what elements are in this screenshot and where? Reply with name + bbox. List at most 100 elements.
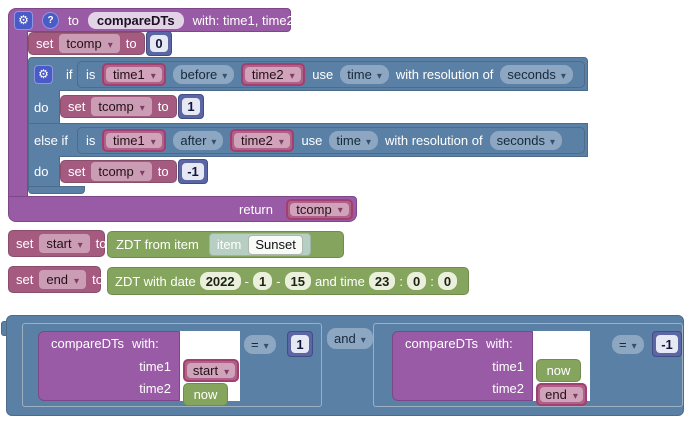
variable-dropdown[interactable]: time2	[234, 133, 291, 148]
if-do-spine[interactable]: do	[28, 90, 60, 124]
to-label: to	[157, 164, 169, 179]
elseif-do-spine[interactable]: do	[28, 156, 60, 187]
number-block[interactable]: -1	[652, 331, 682, 357]
chevron-down-icon	[140, 100, 145, 114]
variable-dropdown[interactable]: time2	[245, 67, 302, 82]
procedure-call-block[interactable]: compareDTs with: time1 time2	[392, 331, 533, 401]
variable-dropdown[interactable]: end	[39, 270, 87, 289]
resolution-dropdown[interactable]: seconds	[500, 65, 573, 84]
number-block[interactable]: -1	[178, 159, 208, 184]
number-block[interactable]: 0	[146, 31, 172, 56]
chevron-down-icon	[151, 134, 156, 148]
item-name-field[interactable]: Sunset	[248, 234, 303, 255]
datetime-compare-block[interactable]: is time1 before time2 use time with reso…	[77, 61, 585, 88]
to-label: to	[92, 272, 103, 287]
variable-dropdown[interactable]: time1	[106, 67, 163, 82]
zdt-from-item-block[interactable]: ZDT from item item Sunset	[107, 231, 344, 258]
dropdown-value: seconds	[507, 67, 556, 82]
number-field[interactable]: -1	[182, 163, 204, 180]
datetime-compare-block[interactable]: is time1 after time2 use time with resol…	[77, 127, 585, 154]
variable-dropdown[interactable]: tcomp	[59, 34, 120, 53]
procedure-return-bar[interactable]: return tcomp	[8, 196, 357, 222]
procedure-call-block[interactable]: compareDTs with: time1 time2	[38, 331, 180, 401]
now-block[interactable]: now	[183, 383, 228, 406]
day-field[interactable]: 15	[284, 272, 311, 290]
dropdown-value: time	[336, 133, 361, 148]
set-variable-block[interactable]: set start to	[8, 230, 107, 257]
hour-field[interactable]: 23	[368, 272, 396, 290]
number-field[interactable]: 1	[291, 335, 309, 353]
variable-dropdown[interactable]: tcomp	[91, 97, 152, 116]
call-with-label: with:	[485, 335, 513, 351]
item-block[interactable]: item Sunset	[208, 233, 311, 256]
variable-get-block[interactable]: tcomp	[286, 198, 353, 220]
item-label: item	[216, 237, 242, 252]
variable-name: tcomp	[98, 164, 134, 179]
procedure-name-field[interactable]: compareDTs	[87, 11, 184, 29]
zdt-with-date-block[interactable]: ZDT with date 2022 - 1 - 15 and time 23 …	[107, 267, 469, 295]
comparison-operator-dropdown[interactable]: =	[244, 335, 276, 354]
minute-field[interactable]: 0	[406, 272, 427, 290]
variable-dropdown[interactable]: start	[39, 234, 90, 253]
procedure-def-header[interactable]: to compareDTs with: time1, time2	[8, 8, 294, 32]
dropdown-value: after	[180, 133, 207, 148]
use-label: use	[312, 67, 334, 82]
chevron-down-icon	[140, 165, 145, 179]
operator-dropdown[interactable]: before	[173, 65, 235, 84]
help-icon[interactable]	[42, 11, 59, 29]
variable-get-block[interactable]: time1	[102, 129, 167, 152]
procedure-body-spine[interactable]	[8, 31, 28, 197]
number-block[interactable]: 1	[287, 331, 313, 357]
variable-get-block[interactable]: time1	[102, 63, 167, 86]
year-field[interactable]: 2022	[199, 272, 241, 290]
date-separator: -	[244, 273, 249, 289]
to-label: to	[95, 236, 107, 251]
set-label: set	[16, 236, 34, 251]
variable-get-block[interactable]: start	[183, 359, 239, 382]
chevron-down-icon	[361, 332, 366, 346]
operator-dropdown[interactable]: after	[173, 131, 224, 150]
do-label: do	[34, 99, 49, 115]
resolution-label: with resolution of	[385, 133, 483, 148]
variable-dropdown[interactable]: start	[187, 363, 235, 378]
if-block-foot[interactable]	[28, 186, 85, 194]
resolution-dropdown[interactable]: seconds	[489, 131, 563, 150]
month-field[interactable]: 1	[252, 272, 273, 290]
basis-dropdown[interactable]: time	[329, 131, 378, 150]
call-with-label: with:	[131, 335, 159, 351]
number-block[interactable]: 1	[178, 94, 204, 119]
gear-icon[interactable]	[34, 64, 53, 84]
variable-name: time2	[251, 67, 284, 82]
chevron-down-icon	[279, 134, 284, 148]
variable-get-block[interactable]: time2	[230, 129, 295, 152]
number-field[interactable]: -1	[656, 335, 678, 353]
call-param-row: time2	[39, 377, 179, 400]
second-field[interactable]: 0	[437, 272, 458, 290]
call-name-label: compareDTs	[405, 335, 478, 351]
set-variable-block[interactable]: set end to	[8, 266, 103, 293]
set-variable-block[interactable]: set tcomp to	[60, 160, 177, 183]
date-separator: -	[276, 273, 281, 289]
gear-icon[interactable]	[14, 10, 33, 30]
procedure-to-label: to	[68, 12, 79, 28]
variable-dropdown[interactable]: end	[540, 387, 583, 402]
chevron-down-icon	[366, 134, 371, 148]
number-field[interactable]: 1	[182, 98, 200, 115]
variable-name: tcomp	[296, 201, 332, 217]
set-variable-block[interactable]: set tcomp to	[28, 32, 145, 55]
basis-dropdown[interactable]: time	[340, 65, 389, 84]
now-block[interactable]: now	[536, 359, 581, 382]
variable-dropdown[interactable]: tcomp	[91, 162, 152, 181]
number-field[interactable]: 0	[150, 35, 168, 52]
variable-get-block[interactable]: end	[536, 383, 587, 406]
comparison-operator-dropdown[interactable]: =	[612, 335, 644, 354]
variable-dropdown[interactable]: tcomp	[290, 201, 349, 217]
set-label: set	[68, 164, 86, 179]
to-label: to	[157, 99, 169, 114]
variable-get-block[interactable]: time2	[241, 63, 306, 86]
variable-dropdown[interactable]: time1	[106, 133, 163, 148]
and-or-dropdown[interactable]: and	[327, 328, 373, 349]
call-param-row: time2	[393, 377, 532, 400]
set-variable-block[interactable]: set tcomp to	[60, 95, 177, 118]
